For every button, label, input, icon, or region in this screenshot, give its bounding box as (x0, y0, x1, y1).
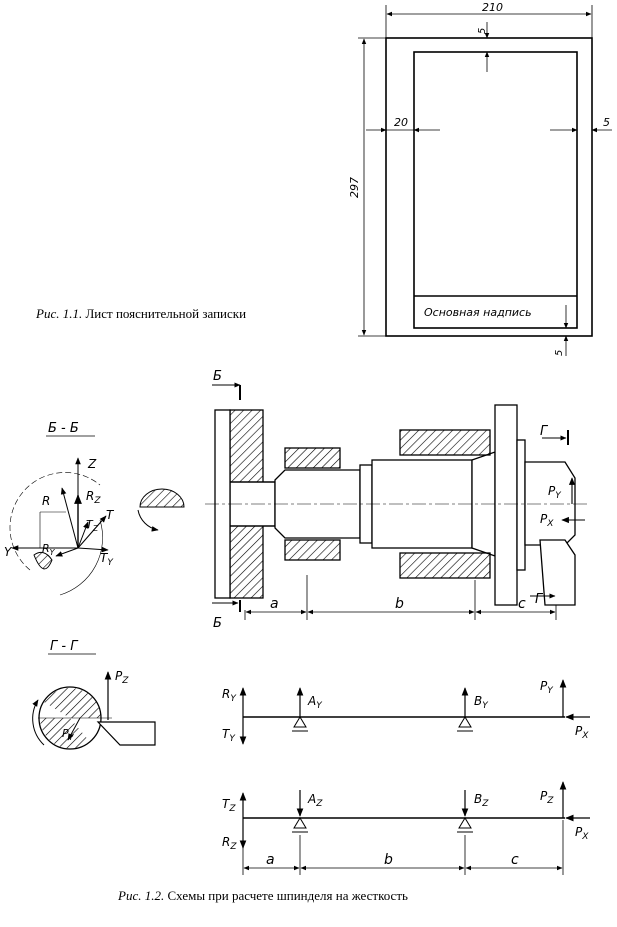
dim-b-label-scheme: b (384, 852, 393, 868)
force-r-label: R (42, 494, 50, 508)
rz-label: RZ (222, 835, 237, 852)
mark-g-top: Г (540, 424, 549, 439)
support-by (458, 716, 472, 728)
by-label: BY (474, 694, 489, 711)
support-bz (458, 817, 472, 829)
pz-label: PZ (540, 789, 554, 806)
support-az (293, 817, 307, 829)
sheet-figure (358, 5, 612, 356)
cutting-tool (539, 539, 576, 606)
px-label-y: PX (575, 724, 589, 741)
dim-a-label: a (270, 596, 279, 612)
figure-1-2-text: Схемы при расчете шпинделя на жесткость (167, 888, 408, 903)
section-gg-diagram (32, 671, 156, 750)
dim-left-margin-label: 20 (394, 116, 408, 129)
bz-label: BZ (474, 792, 489, 809)
dim-width-label: 210 (482, 1, 503, 14)
dim-c-label-scheme: c (511, 852, 519, 868)
ay-label: AY (307, 694, 323, 711)
section-gg-title: Г - Г (50, 639, 79, 654)
az-label: AZ (307, 792, 323, 809)
mark-b-bottom: Б (213, 616, 222, 631)
force-ty-label: TY (100, 551, 114, 568)
force-px-label: PX (540, 512, 554, 529)
dim-height-label: 297 (348, 177, 361, 198)
px-label-z: PX (575, 825, 589, 842)
dim-a-label-scheme: a (266, 852, 275, 868)
front-bearing (284, 447, 341, 469)
axis-z-label: Z (87, 457, 97, 471)
mark-b-top: Б (213, 369, 222, 384)
force-ry-label: RY (42, 542, 56, 557)
force-tz-label: TZ (86, 518, 99, 533)
force-rz-label: RZ (86, 489, 101, 506)
beam-scheme-y (239, 679, 590, 745)
figure-1-2-label: Рис. 1.2. (118, 888, 165, 903)
section-bb-title: Б - Б (48, 421, 79, 436)
figure-1-2-caption: Рис. 1.2. Схемы при расчете шпинделя на … (118, 888, 408, 904)
axis-y-label: Y (4, 545, 13, 559)
support-ay (293, 716, 307, 728)
mark-g-bottom: Г (535, 592, 544, 607)
sheet-frame (413, 51, 578, 329)
dim-b-label: b (395, 596, 404, 612)
force-t-label: T (106, 508, 115, 522)
figure-1-1-text: Лист пояснительной записки (85, 306, 247, 321)
title-block-label: Основная надпись (424, 306, 532, 319)
dim-bottom-margin-label: 5 (554, 350, 565, 356)
tz-label: TZ (222, 797, 236, 814)
faceplate (494, 404, 518, 606)
ry-label: RY (222, 687, 237, 704)
dim-top-margin-label: 5 (477, 28, 488, 34)
py-label: PY (540, 679, 554, 696)
sheet-outline (385, 37, 593, 337)
ty-label: TY (222, 727, 236, 744)
rear-bearing (399, 429, 491, 456)
beam-scheme-z (239, 781, 590, 875)
force-py-label-section: PY (62, 727, 75, 742)
dim-c-label: c (518, 596, 526, 612)
figure-1-1-caption: Рис. 1.1. Лист пояснительной записки (36, 306, 246, 322)
dim-right-margin-label: 5 (603, 116, 610, 129)
force-pz-label-section: PZ (115, 669, 129, 686)
section-bb-diagram (9, 457, 185, 596)
spindle-assembly (205, 382, 590, 620)
force-py-label: PY (548, 484, 562, 501)
figure-1-1-label: Рис. 1.1. (36, 306, 83, 321)
